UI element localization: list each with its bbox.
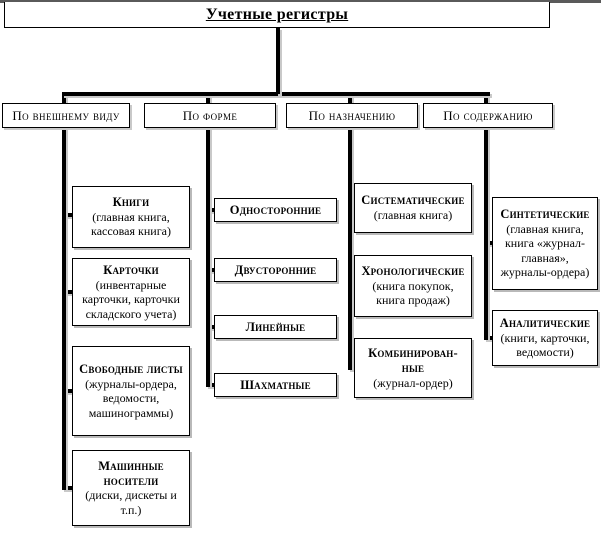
header-by-form: По форме [144,103,276,128]
node-title: Двусторонние [234,262,317,277]
node-machine-media: Машинные носители (диски, дискеты и т.п.… [72,450,190,526]
node-stub-line [484,241,492,245]
node-combined: Комбинирован-ные (журнал-ордер) [354,338,472,398]
node-title: Комбинирован-ные [368,346,458,375]
node-title: Линейные [245,319,306,334]
node-title: Карточки [103,263,159,278]
header-label: По назначению [308,107,396,123]
node-stub-line [62,389,72,393]
node-note: (главная книга, кассовая книга) [91,209,171,239]
node-stub-line [206,268,214,272]
node-title: Свободные листы [79,362,183,377]
header-label: По содержанию [443,107,533,123]
column-trunk-line [348,128,352,370]
node-title: Синтетические [500,207,590,222]
node-title: Систематические [361,193,465,208]
node-systematic: Систематические (главная книга) [354,183,472,233]
node-note: (книга покупок, книга продаж) [372,278,454,308]
column-trunk-line [484,128,488,340]
node-chronological: Хронологические (книга покупок, книга пр… [354,255,472,317]
node-title: Книги [112,195,150,210]
node-stub-line [206,325,214,329]
node-synthetic: Синтетические (главная книга, книга «жур… [492,197,598,290]
header-stub-line [348,94,352,103]
node-stub-line [62,486,72,490]
header-label: По внешнему виду [12,107,120,123]
node-title: Шахматные [240,377,311,392]
top-bar [0,0,601,3]
branch-line [62,92,490,96]
header-stub-line [206,94,210,103]
node-books: Книги (главная книга, кассовая книга) [72,186,190,248]
node-loose-sheets: Свободные листы (журналы-ордера, ведомос… [72,346,190,436]
header-label: По форме [182,107,238,123]
column-trunk-line [206,128,210,387]
node-note: (журналы-ордера, ведомости, машинограммы… [85,376,177,420]
node-stub-line [206,383,214,387]
node-two-sided: Двусторонние [214,258,337,282]
node-title: Хронологические [361,264,465,279]
header-by-purpose: По назначению [286,103,418,128]
diagram-title-text: Учетные регистры [205,5,349,23]
node-stub-line [62,290,72,294]
header-stub-line [484,94,488,103]
node-linear: Линейные [214,315,337,339]
node-note: (журнал-ордер) [373,375,453,390]
node-note: (книги, карточки, ведомости) [500,330,590,360]
node-note: (инвентарные карточки, карточки складско… [82,277,180,321]
node-one-sided: Односторонние [214,198,337,222]
title-trunk-line [276,28,280,94]
node-cards: Карточки (инвентарные карточки, карточки… [72,258,190,326]
node-title: Односторонние [229,202,322,217]
diagram-title: Учетные регистры [4,2,550,28]
header-by-content: По содержанию [423,103,553,128]
node-chess: Шахматные [214,373,337,397]
node-analytic: Аналитические (книги, карточки, ведомост… [492,310,598,366]
node-note: (диски, дискеты и т.п.) [85,488,177,517]
node-title: Аналитические [499,316,591,331]
header-by-appearance: По внешнему виду [2,103,130,128]
header-stub-line [62,94,66,103]
node-stub-line [206,208,214,212]
node-stub-line [62,213,72,217]
column-trunk-line [62,128,66,490]
node-stub-line [484,336,492,340]
node-title: Машинные носители [98,458,164,488]
node-note: (главная книга, книга «журнал-главная», … [500,222,590,280]
node-note: (главная книга) [373,208,453,223]
